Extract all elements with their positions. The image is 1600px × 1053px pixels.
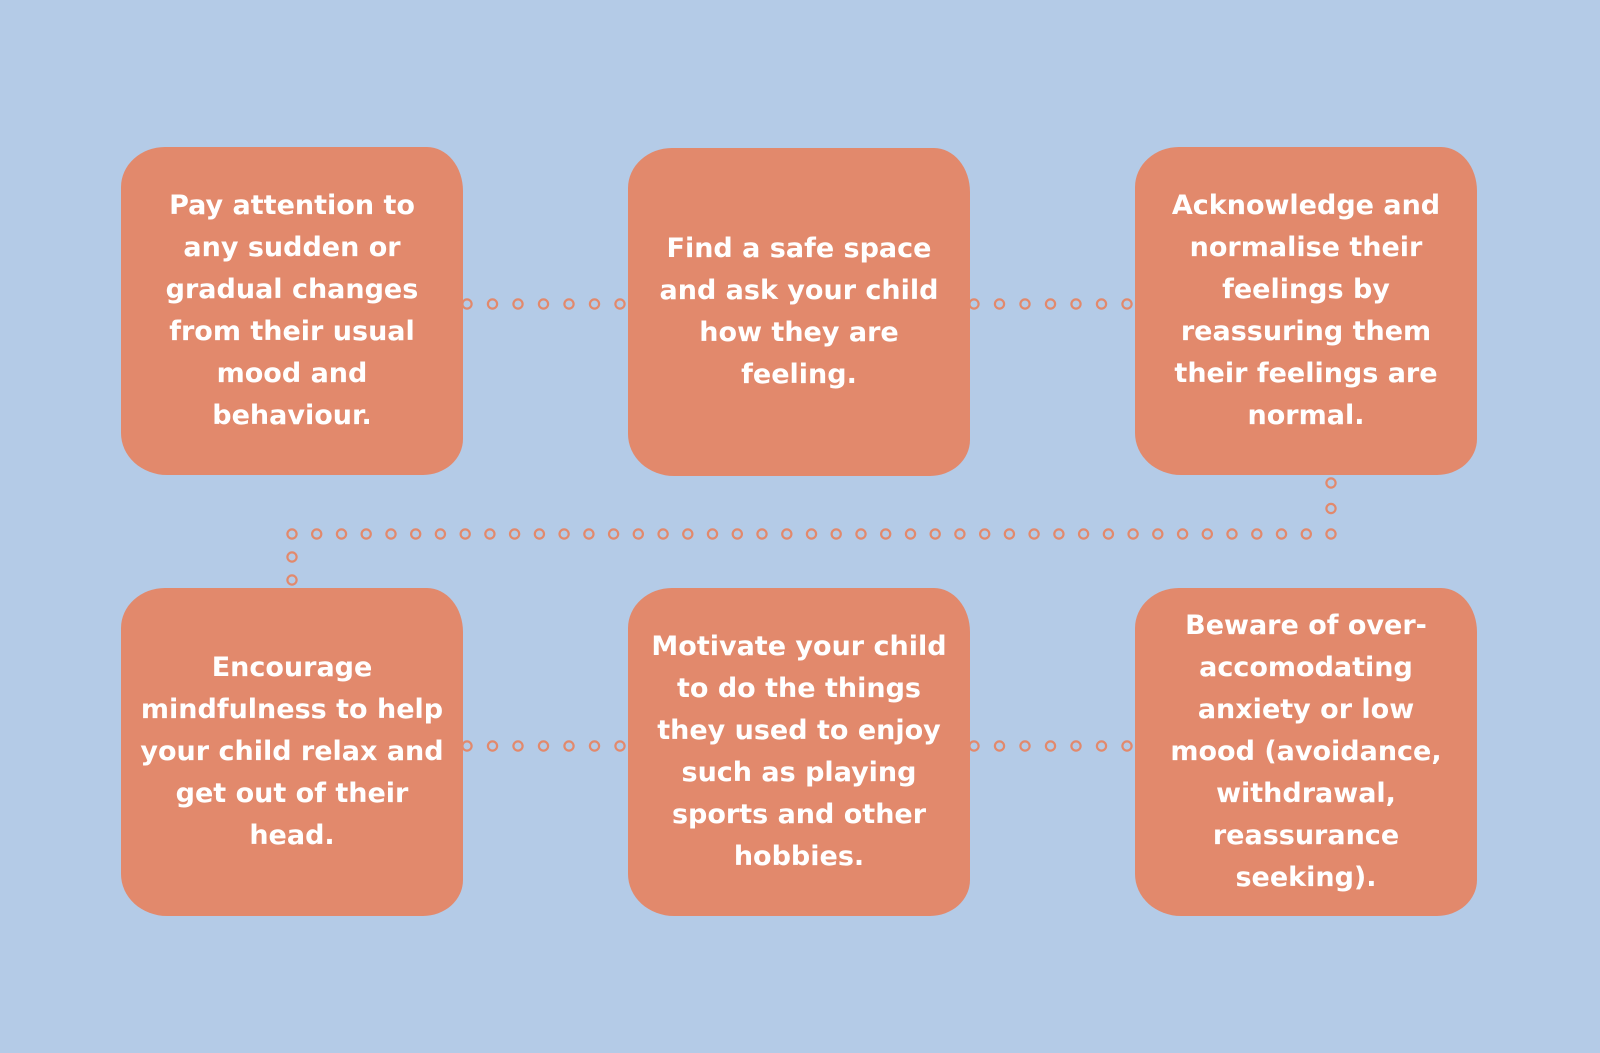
connector-dot-4: [537, 740, 550, 752]
connector-dot-3: [1176, 528, 1189, 540]
connector-dot-1: [537, 298, 550, 310]
connector-dot-3: [286, 551, 298, 563]
connector-dot-2: [1121, 298, 1133, 310]
connector-dot-3: [805, 528, 818, 540]
step-box-2: Find a safe space and ask your child how…: [628, 148, 970, 476]
connector-dot-3: [286, 574, 298, 586]
connector-dot-3: [484, 528, 496, 540]
connector-dot-3: [904, 528, 917, 540]
connector-dot-3: [1152, 528, 1164, 540]
step-text-3: Acknowledge and normalise their feelings…: [1171, 190, 1441, 431]
connector-dot-3: [880, 528, 892, 540]
connector-dot-3: [979, 528, 991, 540]
connector-dot-3: [657, 528, 669, 540]
connector-dot-3: [434, 528, 447, 540]
connector-dot-3: [1053, 528, 1065, 540]
connector-dot-3: [1325, 528, 1337, 540]
connector-dot-2: [1095, 298, 1108, 310]
connector-dot-3: [558, 528, 570, 540]
step-text-4: Encourage mindfulness to help your child…: [140, 652, 444, 851]
step-text-1: Pay attention to any sudden or gradual c…: [165, 190, 419, 431]
connector-dot-4: [512, 740, 524, 752]
connector-dot-4: [563, 740, 575, 752]
connector-dot-1: [563, 298, 575, 310]
connector-dot-3: [929, 528, 941, 540]
connector-dot-3: [533, 528, 546, 540]
connector-dot-3: [781, 528, 793, 540]
step-box-3: Acknowledge and normalise their feelings…: [1135, 147, 1477, 475]
connector-dot-3: [682, 528, 694, 540]
connector-dot-5: [1044, 740, 1057, 752]
connector-dot-1: [588, 298, 601, 310]
connector-dot-5: [1095, 740, 1108, 752]
connector-dot-5: [1121, 740, 1133, 752]
connector-dot-3: [1226, 528, 1238, 540]
connector-dot-1: [486, 298, 499, 310]
connector-dot-3: [1028, 528, 1040, 540]
connector-dot-2: [1070, 298, 1082, 310]
connector-dot-3: [1201, 528, 1214, 540]
step-box-4: Encourage mindfulness to help your child…: [121, 588, 463, 916]
connector-dot-3: [1003, 528, 1016, 540]
connector-dot-5: [1070, 740, 1082, 752]
connector-dot-3: [508, 528, 521, 540]
connector-dot-5: [993, 740, 1006, 752]
step-box-6: Beware of over-accomodating anxiety or l…: [1135, 588, 1477, 916]
connector-dot-3: [1077, 528, 1090, 540]
connector-dot-3: [706, 528, 719, 540]
connector-dot-3: [632, 528, 645, 540]
step-text-2: Find a safe space and ask your child how…: [659, 233, 939, 390]
connector-dot-1: [614, 298, 626, 310]
connector-dot-1: [512, 298, 524, 310]
connector-dot-3: [311, 528, 323, 540]
connector-dot-3: [385, 528, 397, 540]
connector-dot-2: [1044, 298, 1057, 310]
step-text-5: Motivate your child to do the things the…: [651, 631, 947, 872]
connector-dot-3: [1127, 528, 1139, 540]
connector-dot-3: [286, 528, 298, 540]
connector-dot-5: [1019, 740, 1031, 752]
connector-dot-4: [486, 740, 499, 752]
step-box-1: Pay attention to any sudden or gradual c…: [121, 147, 463, 475]
connector-dot-3: [607, 528, 620, 540]
connector-dot-2: [993, 298, 1006, 310]
connector-dot-3: [1102, 528, 1115, 540]
connector-dot-3: [830, 528, 842, 540]
connector-dot-3: [954, 528, 966, 540]
connector-dot-3: [335, 528, 348, 540]
connector-dot-3: [410, 528, 422, 540]
connector-dot-4: [588, 740, 601, 752]
connector-dot-3: [459, 528, 471, 540]
connector-dot-4: [614, 740, 626, 752]
connector-dot-3: [360, 528, 372, 540]
connector-dot-3: [756, 528, 768, 540]
step-text-6: Beware of over-accomodating anxiety or l…: [1170, 610, 1442, 893]
connector-dot-3: [855, 528, 867, 540]
connector-dot-3: [1275, 528, 1288, 540]
connector-dot-3: [731, 528, 744, 540]
connector-dot-2: [1019, 298, 1031, 310]
connector-dot-3: [583, 528, 595, 540]
connector-dot-3: [1325, 502, 1337, 515]
connector-dot-3: [1251, 528, 1263, 540]
connector-dot-3: [1300, 528, 1313, 540]
connector-dot-3: [1325, 477, 1337, 489]
step-box-5: Motivate your child to do the things the…: [628, 588, 970, 916]
